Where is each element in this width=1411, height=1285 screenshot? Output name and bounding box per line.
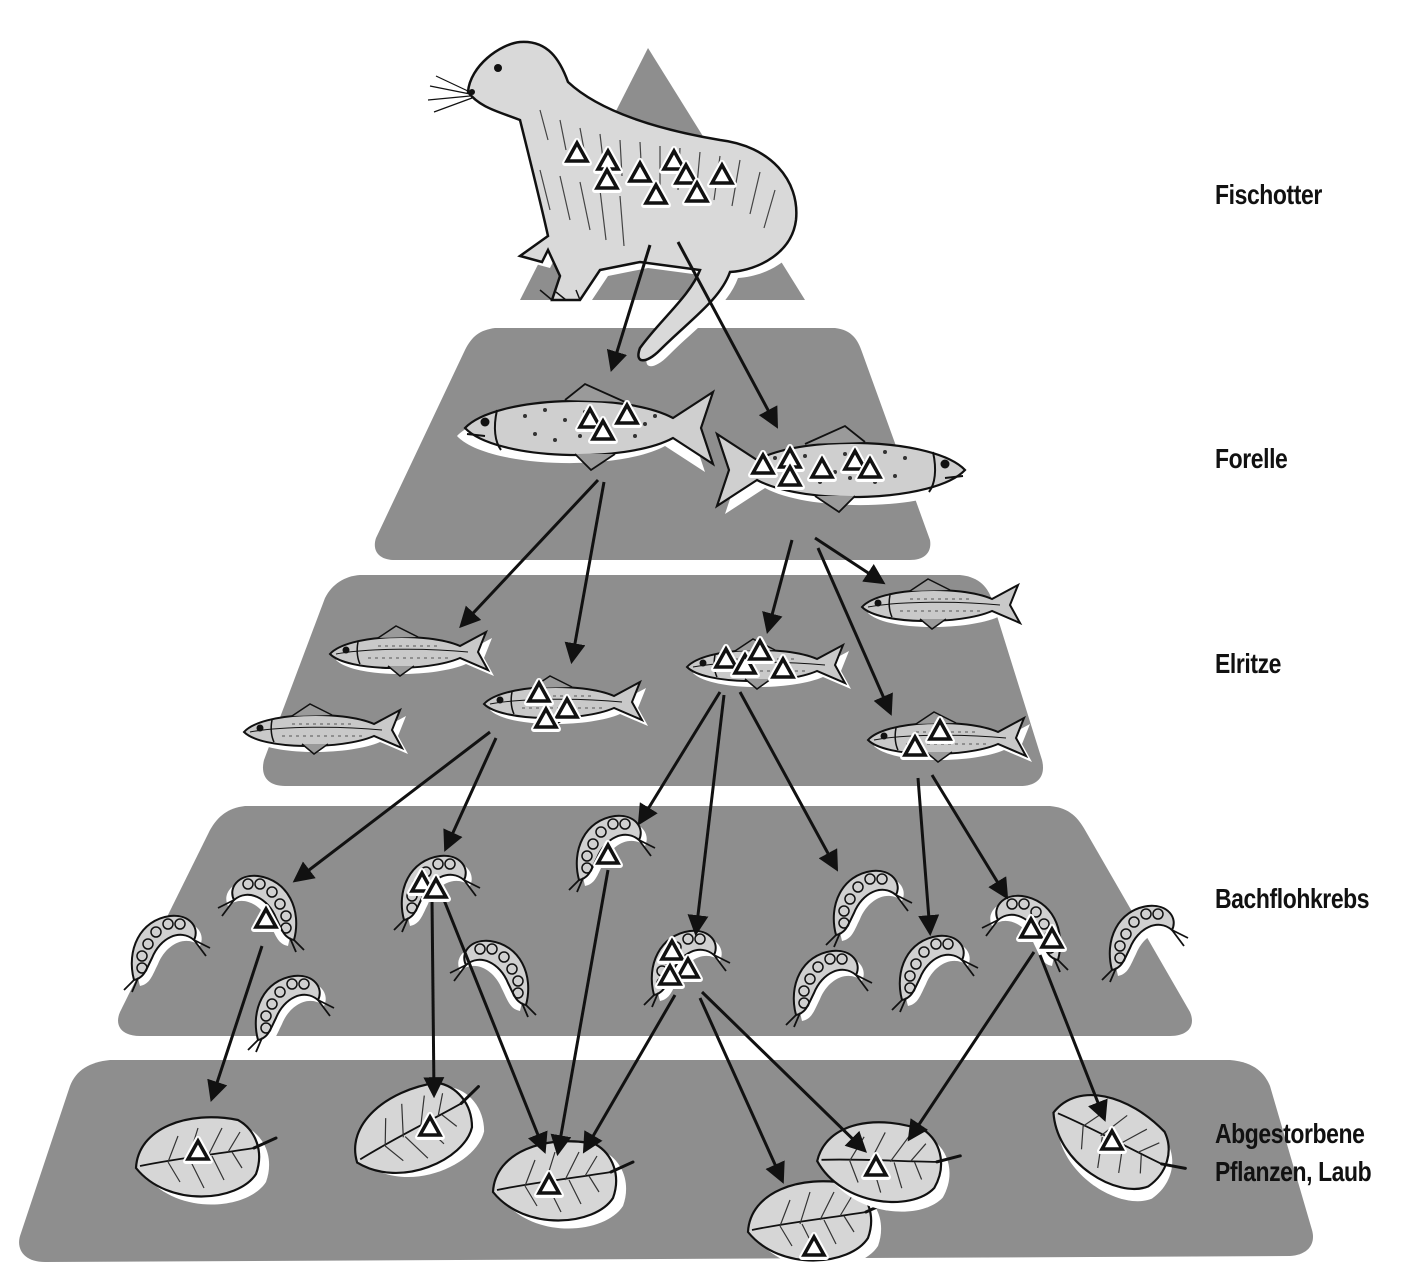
food-arrows (207, 241, 1108, 1184)
label-forelle: Forelle (1215, 443, 1288, 474)
band-elritze (262, 575, 1044, 786)
band-laub (19, 1060, 1314, 1262)
label-fischotter: Fischotter (1215, 179, 1322, 210)
label-laub-line1: Abgestorbene (1215, 1118, 1365, 1149)
label-abgestorbene-pflanzen-laub: Abgestorbene Pflanzen, Laub (1215, 1115, 1372, 1191)
otter-illustration (427, 40, 805, 367)
label-laub-line2: Pflanzen, Laub (1215, 1156, 1372, 1187)
label-bachflohkrebs: Bachflohkrebs (1215, 883, 1370, 914)
label-elritze: Elritze (1215, 648, 1282, 679)
